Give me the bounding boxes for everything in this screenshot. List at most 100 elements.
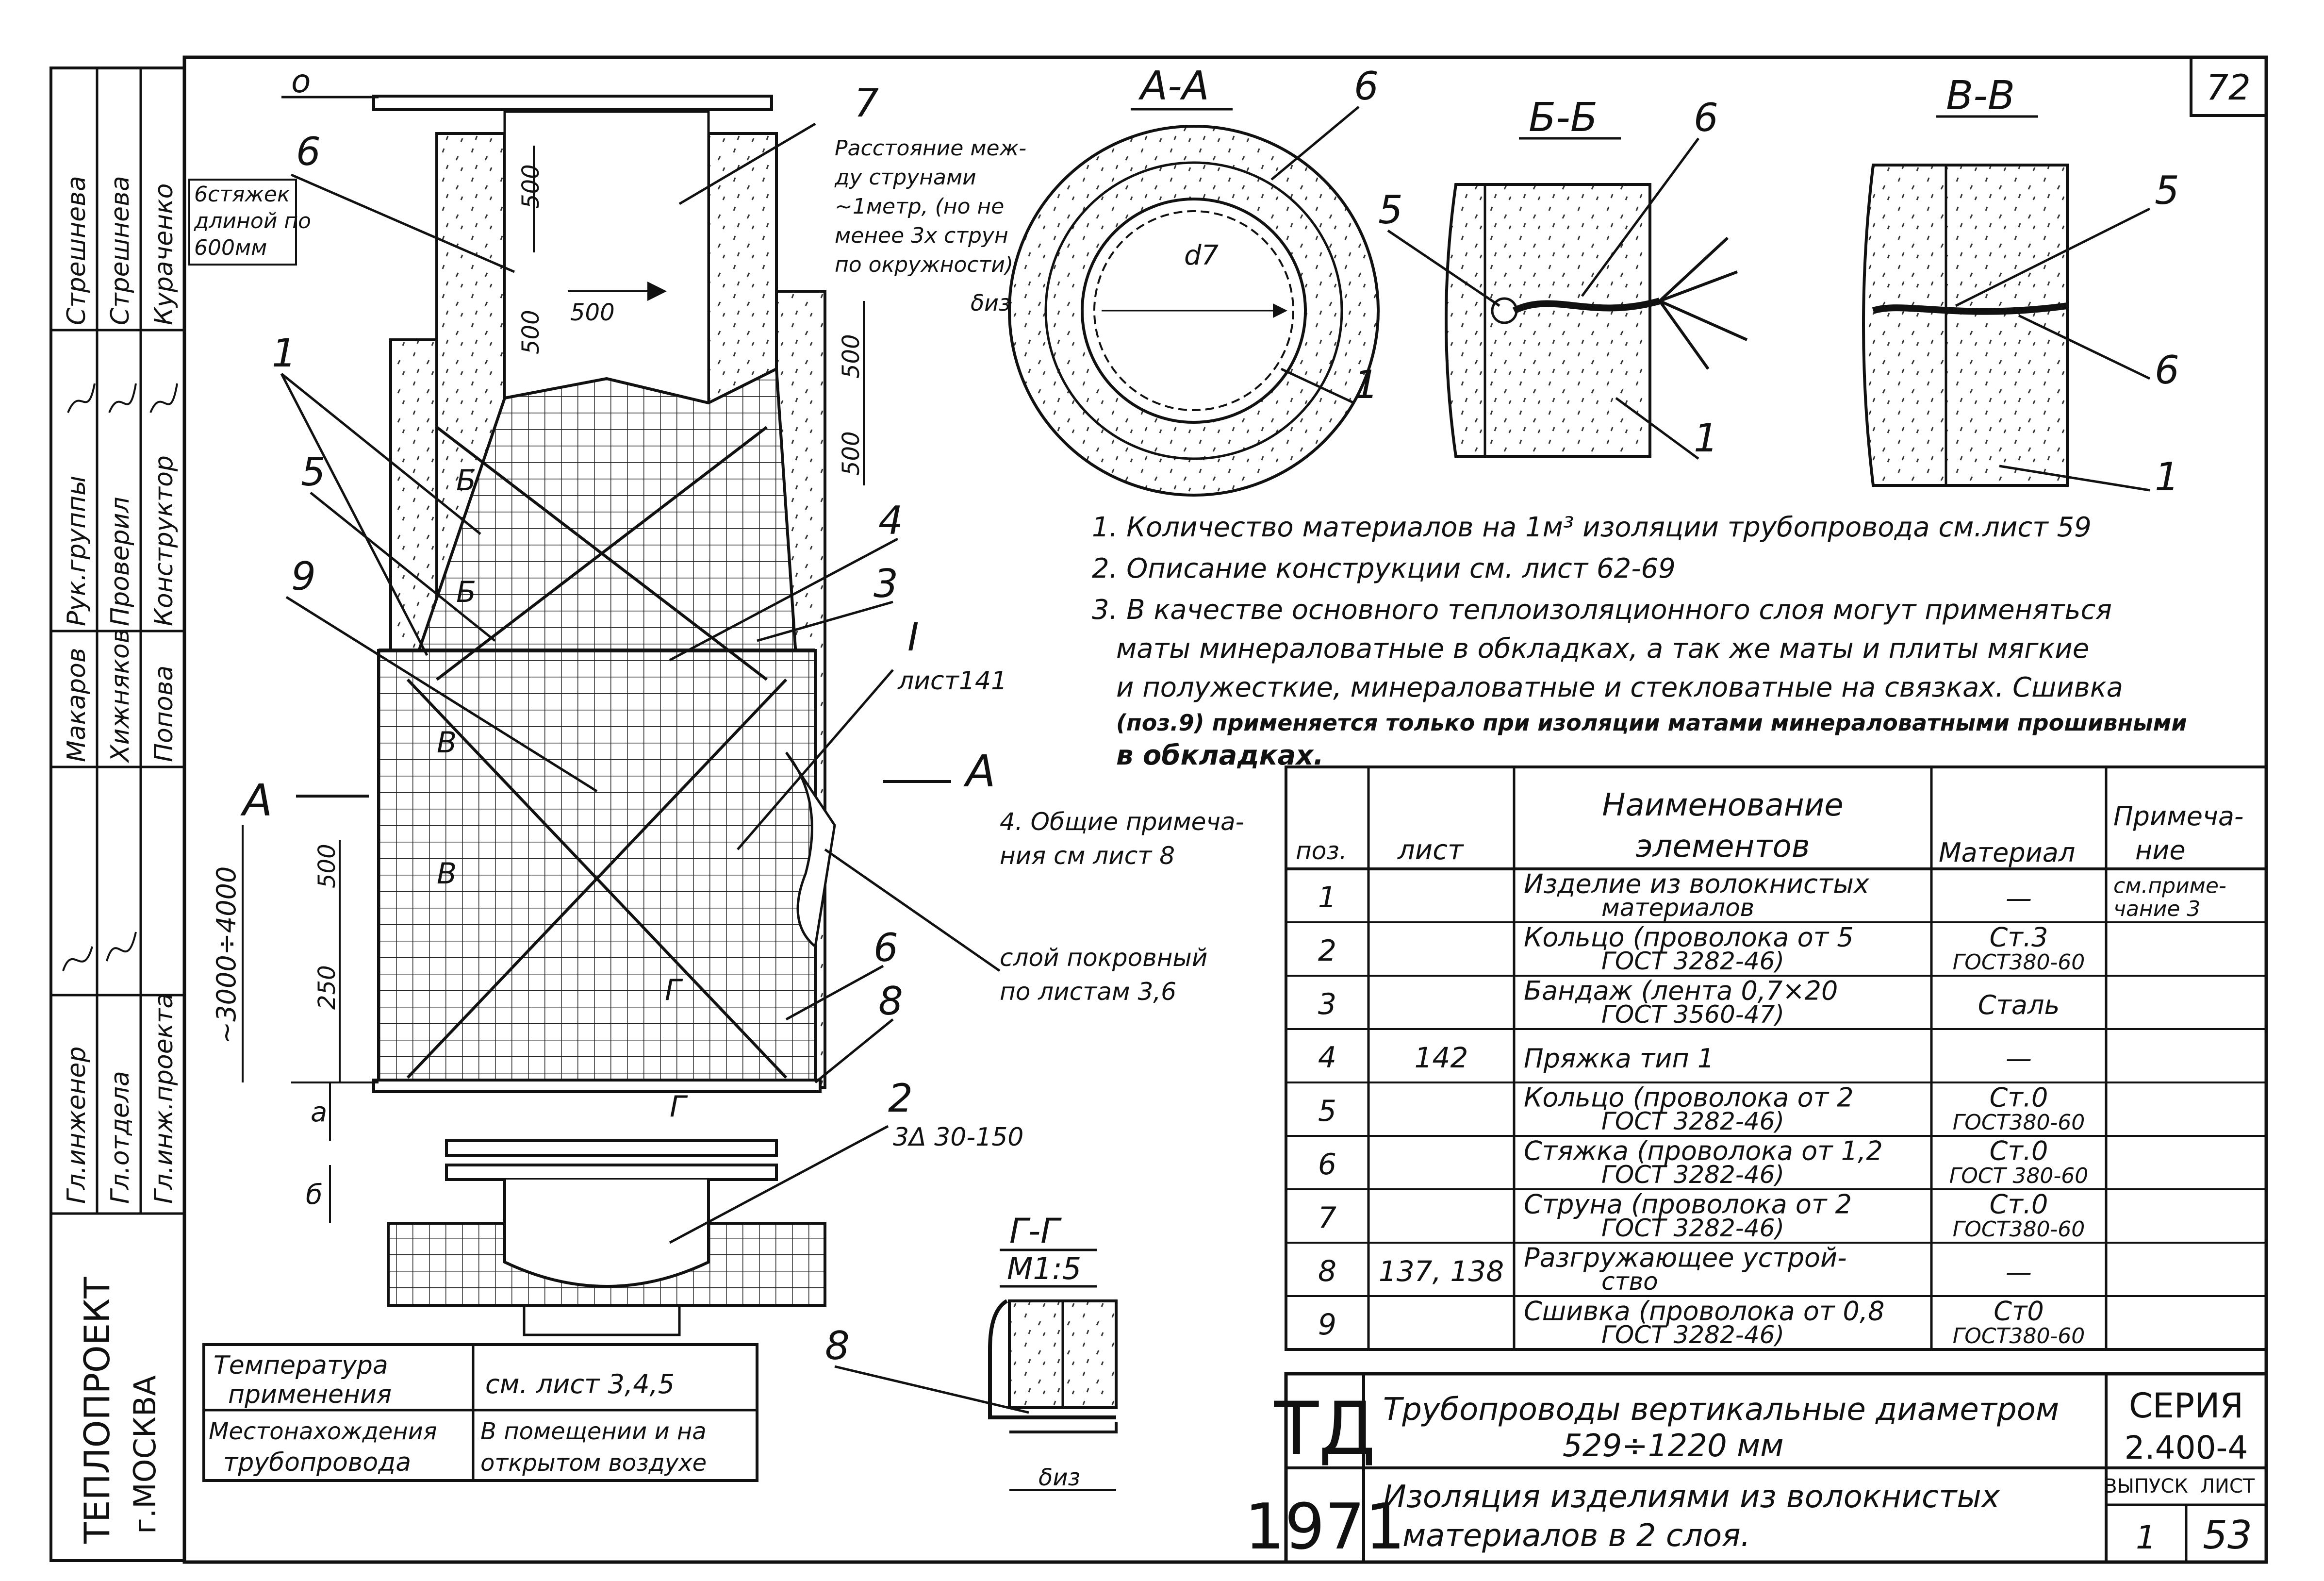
note-3-line-3: и полужесткие, минераловатные и стеклова… — [1116, 672, 2123, 703]
spec-name-2: ГОСТ 3282-46) — [1601, 1107, 1784, 1135]
ties-note-3: 600мм — [194, 235, 267, 260]
subtitle-line-2: материалов в 2 слоя. — [1402, 1518, 1750, 1554]
dim-500-right-2: 500 — [838, 431, 865, 476]
spec-note: см.приме- — [2113, 874, 2226, 899]
stamp-name-3: Попова — [149, 666, 179, 762]
note-3-line-1: 3. В качестве основного теплоизоляционно… — [1092, 594, 2112, 626]
stamp-role-6: Конструктор — [149, 455, 179, 626]
temp-value: см. лист 3,4,5 — [485, 1369, 675, 1399]
spec-name: Пряжка тип 1 — [1524, 1043, 1714, 1074]
place-label-2: трубопровода — [223, 1448, 411, 1477]
section-b-b-callout-6: 6 — [1694, 95, 1718, 140]
spec-pos: 2 — [1318, 934, 1336, 968]
section-b-b-callout-5: 5 — [1378, 187, 1403, 233]
spec-name-2: ГОСТ 3282-46) — [1601, 947, 1784, 975]
spec-name: Разгружающее устрой- — [1524, 1243, 1847, 1273]
section-a-a: А-А d7 δиз 6 1 — [971, 63, 1380, 497]
section-b-b-callout-1: 1 — [1694, 416, 1718, 461]
org-name: ТЕПЛОПРОЕКТ — [77, 1277, 117, 1544]
callout-4: 4 — [878, 498, 903, 543]
spec-pos: 4 — [1318, 1041, 1336, 1075]
ties-note-1: 6стяжек — [194, 182, 290, 207]
cover-layer-2: по листам 3,6 — [1000, 978, 1176, 1006]
section-a-a-biz: δиз — [971, 290, 1011, 316]
section-v-v: В-В 5 6 1 — [1862, 73, 2179, 499]
dim-250: 250 — [313, 965, 341, 1010]
header-note-2: ние — [2135, 835, 2186, 865]
stamp-name-5: Стрешнева — [106, 176, 135, 325]
spec-pos: 3 — [1318, 987, 1336, 1021]
section-b-b-title: Б-Б — [1529, 95, 1598, 141]
title-block: ТД 1971 Трубопроводы вертикальные диамет… — [1245, 1372, 2268, 1564]
strings-note-4: менее 3х струн — [835, 223, 1008, 248]
stamp-role-2: Гл.отдела — [106, 1071, 135, 1204]
header-sheet: лист — [1397, 834, 1464, 866]
dim-span: ~3000÷4000 — [211, 866, 242, 1044]
spec-name: Кольцо (проволока от 5 — [1524, 922, 1854, 953]
mark-b-lower: Б — [456, 575, 476, 609]
spec-sheet: 137, 138 — [1379, 1255, 1504, 1288]
mark-v-upper: В — [437, 726, 457, 760]
spec-pos: 1 — [1318, 881, 1336, 915]
node-I-sheet: лист141 — [897, 666, 1007, 696]
page-number: 72 — [2206, 67, 2251, 108]
callout-5: 5 — [301, 449, 326, 495]
section-v-v-callout-5: 5 — [2155, 168, 2179, 213]
mark-g-upper: Г — [665, 973, 683, 1007]
unloading-device-bottom — [445, 1164, 778, 1181]
callout-9: 9 — [291, 554, 316, 599]
callout-3: 3 — [874, 561, 898, 606]
stamp-name-6: Кураченко — [149, 183, 179, 326]
spec-name-2: ГОСТ 3560-47) — [1601, 1000, 1784, 1029]
top-flange — [372, 95, 773, 111]
section-g-g-callout-8: 8 — [825, 1323, 850, 1368]
spec-material: Ст0 — [1994, 1296, 2044, 1327]
section-a-a-callout-1: 1 — [1354, 362, 1379, 407]
unloading-device-top — [445, 1139, 778, 1157]
section-g-g-biz: δиз — [1038, 1464, 1080, 1491]
note-2: 2. Описание конструкции см. лист 62-69 — [1092, 553, 1676, 584]
place-value-1: В помещении и на — [480, 1418, 707, 1445]
section-g-g-scale: М1:5 — [1007, 1251, 1081, 1286]
title-line-2: 529÷1220 мм — [1563, 1428, 1784, 1464]
callout-2-weld: 3Δ 30-150 — [893, 1123, 1023, 1152]
spec-name: Бандаж (лента 0,7×20 — [1524, 976, 1838, 1006]
section-mark-right: А — [963, 746, 996, 797]
spec-name-2: ГОСТ 3282-46) — [1601, 1321, 1784, 1349]
main-elevation: о — [281, 63, 836, 1336]
spec-pos: 6 — [1318, 1148, 1336, 1182]
spec-note-2: чание 3 — [2113, 897, 2200, 921]
spec-name: Изделие из волокнистых — [1524, 869, 1870, 899]
mark-v-lower: В — [437, 857, 457, 891]
issue-label: ВЫПУСК — [2104, 1475, 2188, 1498]
spec-material: — — [2006, 1043, 2032, 1074]
mark-g-lower: Г — [670, 1090, 688, 1124]
place-value-2: открытом воздухе — [480, 1449, 707, 1477]
note-3-line-4: (поз.9) применяется только при изоляции … — [1116, 710, 2187, 736]
callout-6-top: 6 — [296, 129, 321, 174]
spec-pos: 8 — [1318, 1254, 1336, 1288]
subtitle-line-1: Изоляция изделиями из волокнистых — [1383, 1479, 2000, 1515]
place-label-1: Местонахождения — [209, 1418, 437, 1445]
header-pos: поз. — [1296, 837, 1347, 865]
strings-note-5: по окружности) — [835, 252, 1013, 277]
common-notes-2: ния см лист 8 — [1000, 842, 1175, 870]
section-v-v-callout-1: 1 — [2155, 454, 2179, 499]
stamp-role-5: Проверил — [106, 497, 135, 626]
title-line-1: Трубопроводы вертикальные диаметром — [1383, 1392, 2059, 1428]
org-city: г.МОСКВА — [127, 1375, 163, 1534]
cover-layer-1: слой покровный — [1000, 944, 1207, 972]
callout-7: 7 — [854, 81, 879, 126]
node-I: I — [907, 615, 919, 660]
series-label: СЕРИЯ — [2129, 1386, 2243, 1426]
dim-a: а — [311, 1097, 327, 1128]
label-o: о — [291, 63, 311, 100]
spec-sheet: 142 — [1415, 1041, 1468, 1074]
dimensions: 500 500 500 500 500 500 250 ~3000÷4000 а… — [211, 146, 865, 1223]
support-ring — [372, 1079, 822, 1093]
spec-pos: 9 — [1318, 1308, 1336, 1342]
spec-pos: 7 — [1318, 1201, 1336, 1235]
